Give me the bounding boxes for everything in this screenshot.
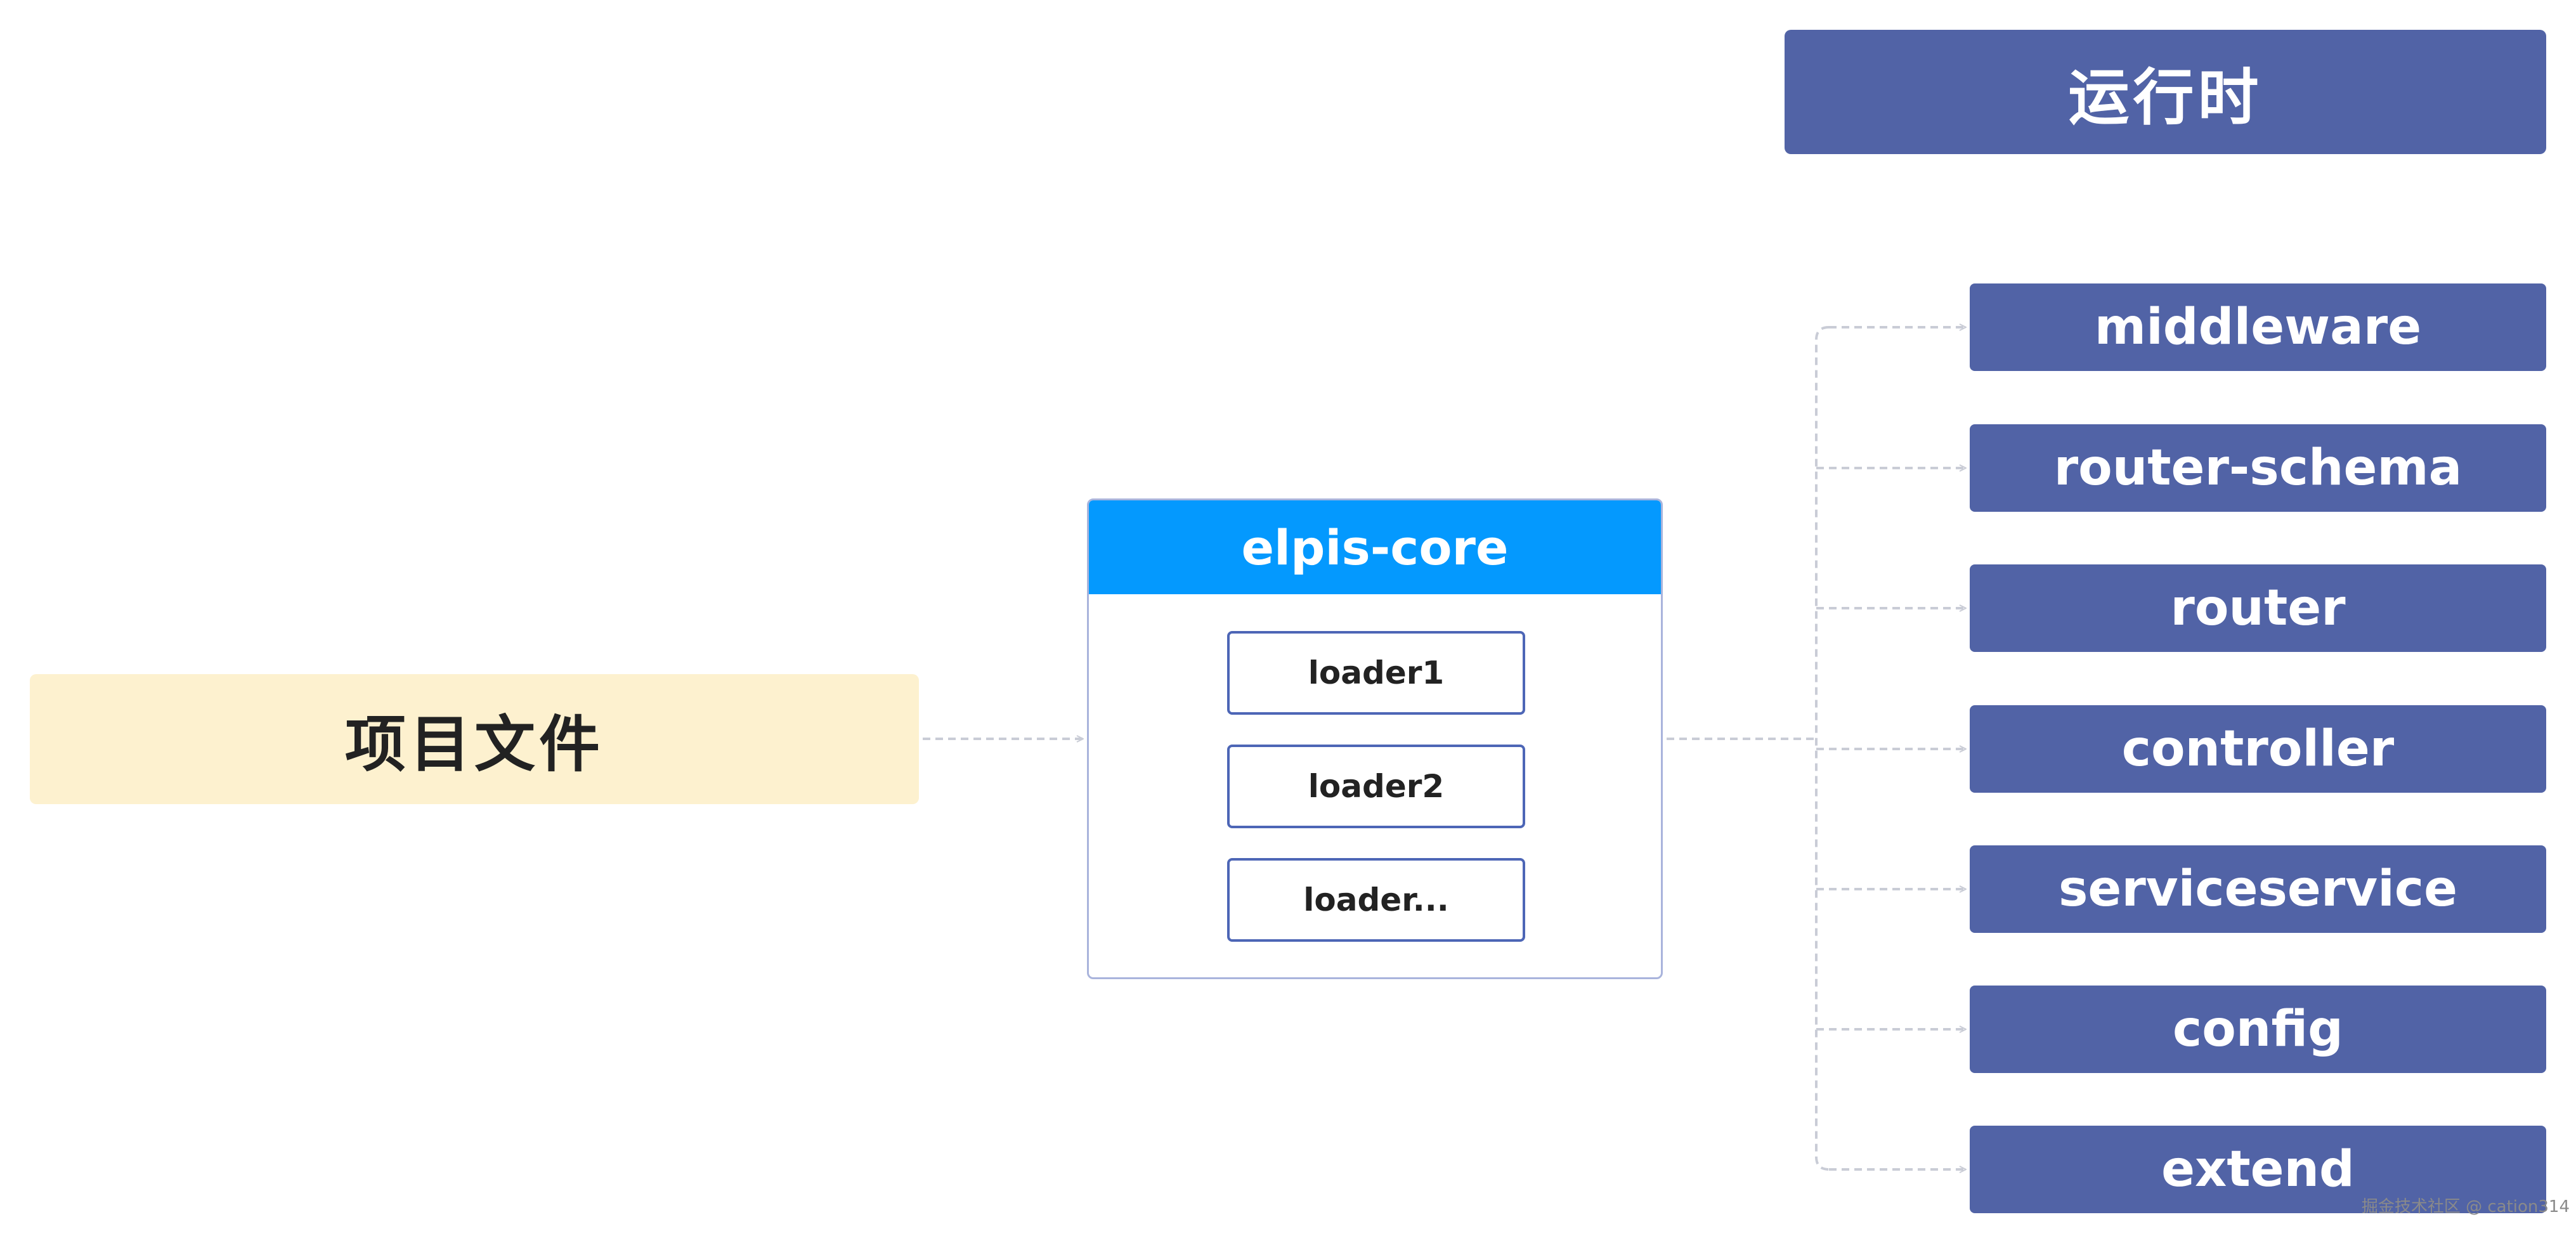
runtime-item-router-schema: router-schema: [1970, 424, 2546, 512]
core-node: elpis-core loader1 loader2 loader...: [1087, 498, 1663, 979]
source-node-label: 项目文件: [345, 709, 604, 780]
runtime-header: 运行时: [1785, 30, 2546, 154]
loader-label: loader1: [1308, 654, 1445, 691]
runtime-item-extend: extend: [1970, 1126, 2546, 1213]
core-title: elpis-core: [1241, 519, 1509, 576]
connector-trunk: [1815, 326, 1830, 1171]
runtime-item-label: router: [2170, 580, 2346, 637]
runtime-item-middleware: middleware: [1970, 283, 2546, 371]
runtime-title: 运行时: [2068, 62, 2263, 133]
watermark: 掘金技术社区 @ cation314: [2361, 1197, 2570, 1216]
source-node: 项目文件: [30, 674, 919, 804]
runtime-item-service: serviceservice: [1970, 845, 2546, 933]
runtime-item-label: router-schema: [2053, 439, 2462, 497]
runtime-item-label: extend: [2161, 1141, 2355, 1198]
loader-node: loader2: [1227, 745, 1525, 828]
runtime-item-label: serviceservice: [2058, 861, 2458, 918]
core-header: elpis-core: [1089, 500, 1661, 594]
runtime-item-label: middleware: [2094, 299, 2422, 356]
runtime-item-controller: controller: [1970, 705, 2546, 793]
runtime-item-label: config: [2172, 1001, 2343, 1058]
runtime-item-label: controller: [2121, 720, 2395, 778]
loader-label: loader...: [1303, 882, 1449, 918]
loader-node: loader...: [1227, 858, 1525, 942]
loader-node: loader1: [1227, 631, 1525, 715]
runtime-item-config: config: [1970, 986, 2546, 1073]
loader-label: loader2: [1308, 768, 1445, 805]
runtime-item-router: router: [1970, 564, 2546, 652]
